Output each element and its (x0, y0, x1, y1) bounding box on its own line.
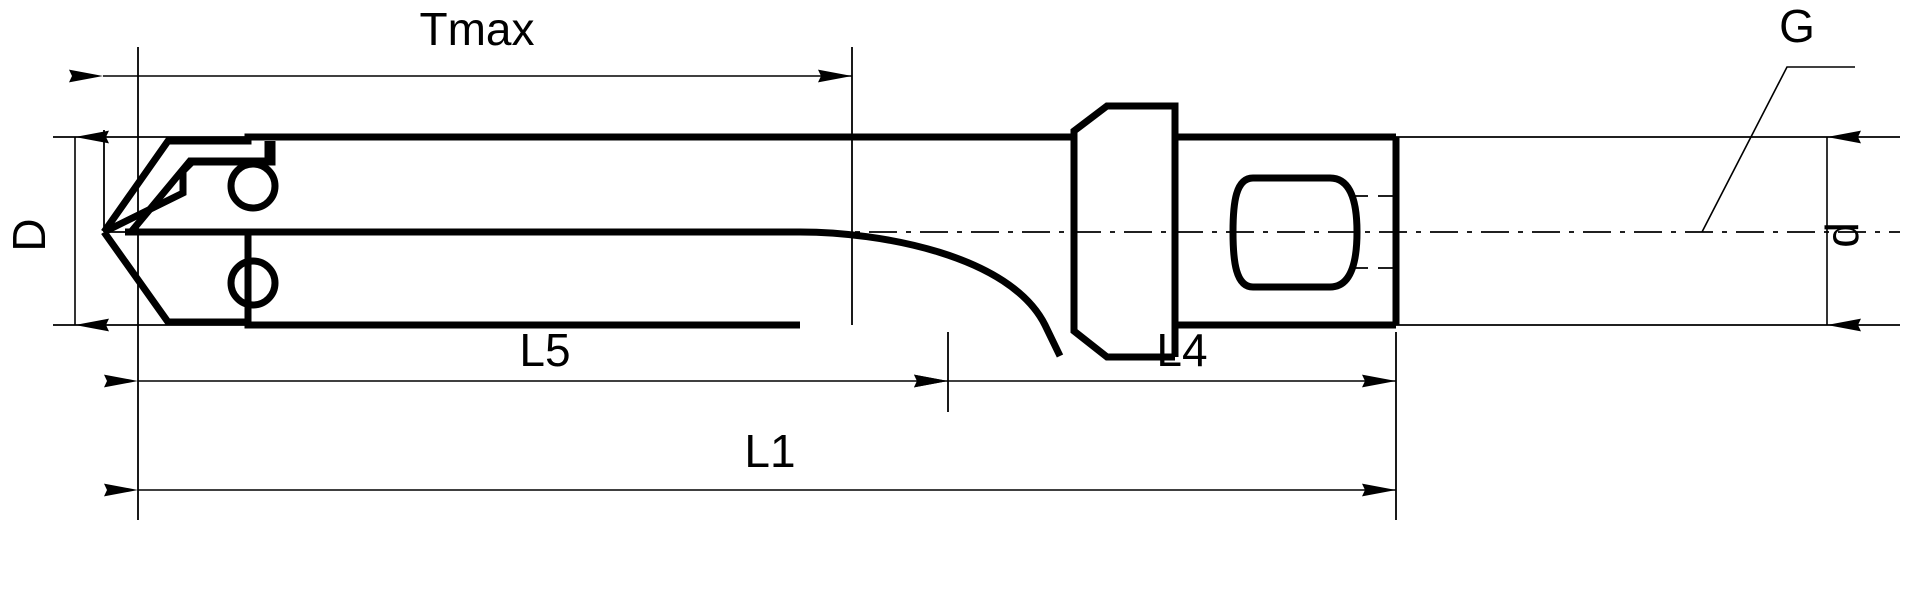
dimension-tmax: Tmax (69, 3, 852, 83)
insert-edge-upper (128, 157, 268, 235)
leader-g: G (1701, 0, 1855, 233)
extension-lines (53, 47, 1900, 520)
weldon-flat-slot (1229, 174, 1361, 291)
flange-upper-profile (1070, 102, 1179, 137)
body-lower-profile (101, 229, 800, 329)
dimension-label-tmax: Tmax (420, 3, 535, 55)
dimension-d-minor: d (1816, 130, 1868, 332)
tool-body-outline (101, 133, 1074, 358)
flute-curve (799, 228, 1064, 358)
dimension-l1: L1 (104, 425, 1396, 497)
dimension-label-g: G (1779, 0, 1815, 52)
dimension-label-d-minor: d (1816, 222, 1868, 248)
dimension-l5: L5 (104, 324, 948, 388)
insert-mounting-holes (227, 160, 279, 309)
dimension-d-major: D (3, 130, 109, 332)
dimension-label-d-major: D (3, 218, 55, 251)
dimension-label-l4: L4 (1156, 324, 1207, 376)
insert-hole-upper (227, 160, 279, 212)
dimension-l4: L4 (914, 324, 1396, 388)
dimension-label-l1: L1 (744, 425, 795, 477)
leader-line-g (1701, 66, 1855, 233)
body-upper-profile (101, 133, 1074, 235)
insert-hole-lower (227, 257, 279, 309)
dimension-label-l5: L5 (519, 324, 570, 376)
shank (1175, 133, 1400, 329)
flange-collar (1070, 102, 1179, 361)
